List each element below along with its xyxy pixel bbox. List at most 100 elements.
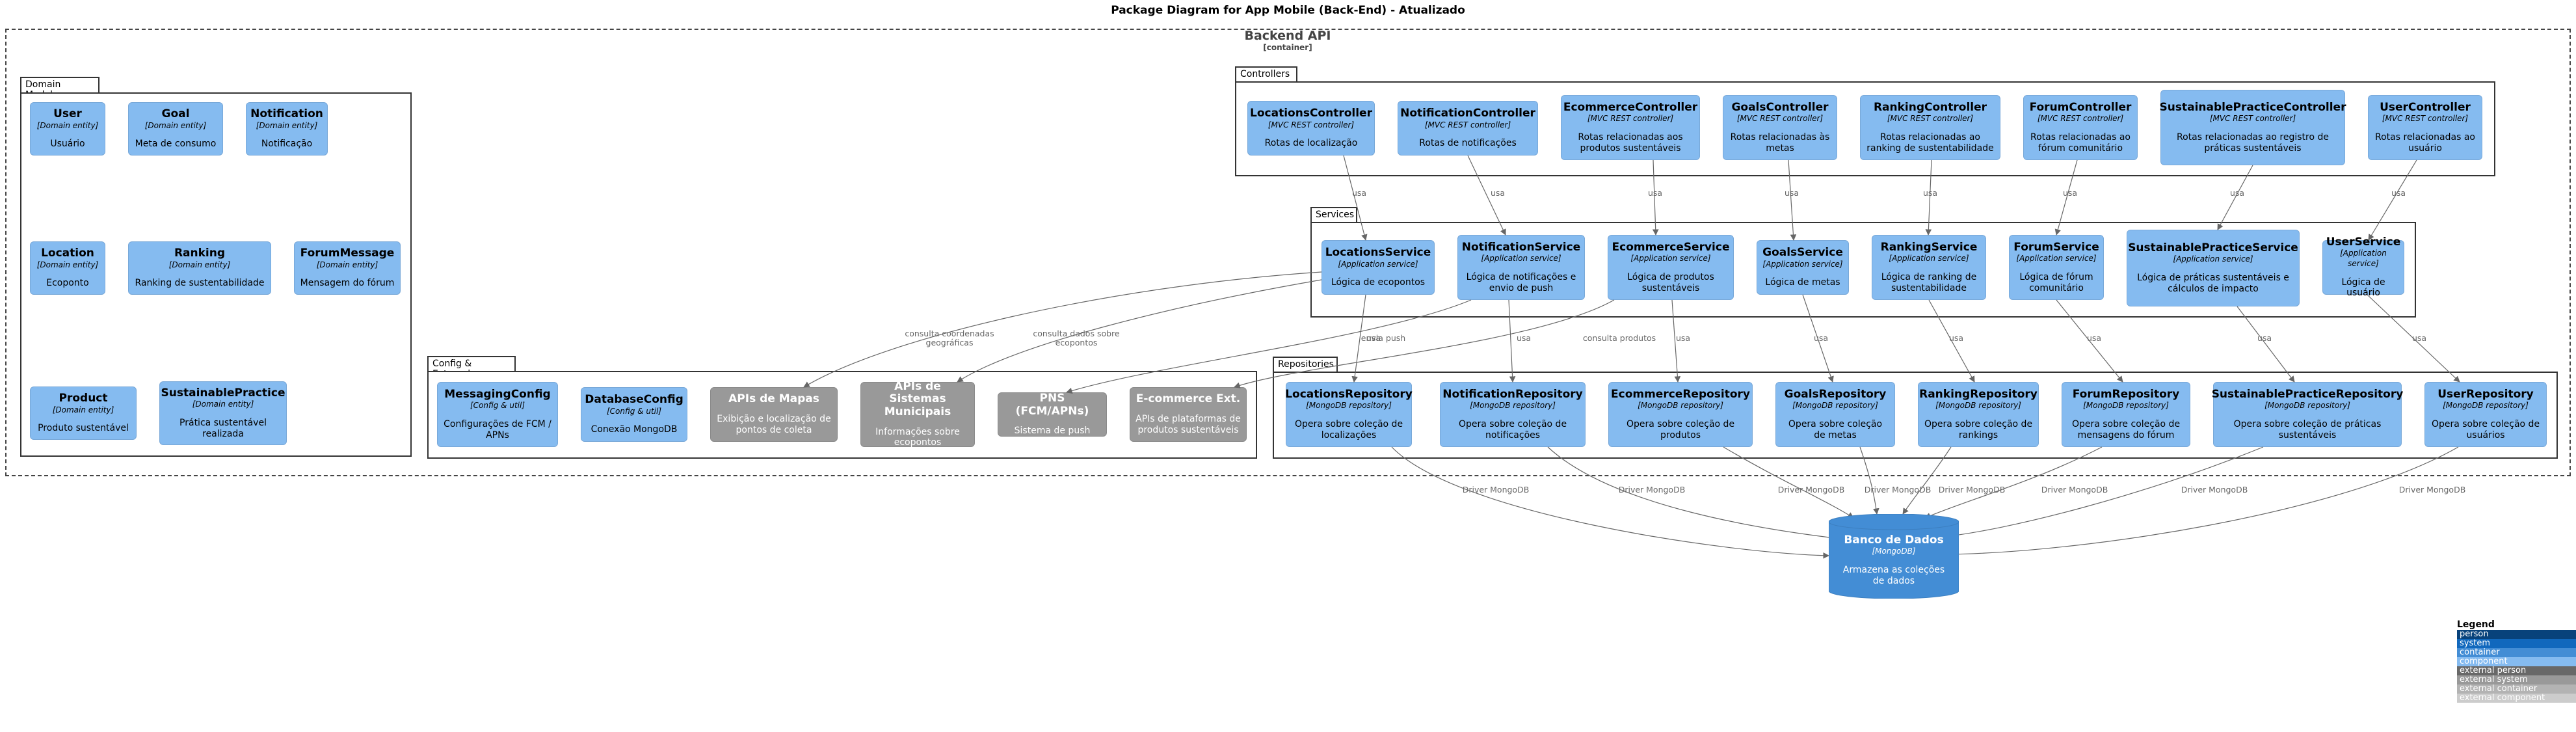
label-driver-mongodb: Driver MongoDB <box>2181 485 2248 495</box>
service-user: UserService [Application service] Lógica… <box>2322 236 2404 298</box>
repo-user: UserRepository [MongoDB repository] Oper… <box>2424 382 2547 447</box>
node-name: ForumRepository <box>2072 387 2180 401</box>
node-desc: Exibição e localização de pontos de cole… <box>717 413 831 435</box>
node-type: [Application service] <box>1481 254 1561 264</box>
node-type: [MVC REST controller] <box>1424 120 1511 129</box>
domain-notification: Notification [Domain entity] Notificação <box>246 102 328 156</box>
domain-product: Product [Domain entity] Produto sustentá… <box>30 386 137 440</box>
database-name: Banco de Dados <box>1844 534 1944 547</box>
node-type: [Domain entity] <box>192 400 254 409</box>
node-name: ForumController <box>2029 100 2132 114</box>
node-desc: Rotas relacionadas ao usuário <box>2375 131 2475 154</box>
link-locations-service-repo <box>1351 294 1366 383</box>
link-notification-controller-service <box>1467 155 1506 236</box>
node-name: Ranking <box>174 247 226 260</box>
node-desc: Lógica de usuário <box>2341 277 2385 299</box>
node-type: [MongoDB repository] <box>2443 401 2529 411</box>
link-ecommerce-controller-service <box>1652 159 1659 236</box>
node-name: LocationsRepository <box>1285 387 1413 401</box>
package-tab-services: Services <box>1310 207 1357 224</box>
boundary-title: Backend API <box>1244 29 1331 43</box>
node-desc: Ranking de sustentabilidade <box>135 278 265 289</box>
link-user-repo-db <box>1944 446 2459 558</box>
node-type: [Application service] <box>2173 254 2253 264</box>
node-name: NotificationService <box>1461 240 1581 254</box>
node-name: ForumService <box>2013 240 2099 254</box>
node-name: APIs de Mapas <box>728 392 819 406</box>
label-uses: usa <box>1516 333 1532 343</box>
label-consulta-coordenadas: consulta coordenadas geográficas <box>905 329 994 348</box>
node-desc: Opera sobre coleção de práticas sustentá… <box>2233 418 2382 441</box>
node-desc: Rotas relacionadas às metas <box>1730 131 1830 154</box>
node-desc: Meta de consumo <box>135 139 217 150</box>
node-type: [Config & util] <box>470 401 525 411</box>
label-driver-mongodb: Driver MongoDB <box>1462 485 1530 495</box>
service-sustainable-practice: SustainablePracticeService [Application … <box>2127 230 2300 306</box>
repo-sustainable-practice: SustainablePracticeRepository [MongoDB r… <box>2211 382 2404 447</box>
node-desc: Opera sobre coleção de produtos <box>1626 418 1735 441</box>
label-uses: usa <box>1813 333 1829 343</box>
node-type: [MVC REST controller] <box>1587 114 1674 124</box>
legend-item: external component <box>2457 694 2576 703</box>
label-uses: usa <box>2086 333 2102 343</box>
external-pns: PNS (FCM/APNs) Sistema de push <box>998 392 1107 437</box>
database-shape <box>1829 514 1959 599</box>
link-ecommerce-repo-db <box>1723 446 1854 519</box>
node-name: Location <box>41 247 94 260</box>
node-name: GoalsRepository <box>1784 387 1887 401</box>
node-type: [Application service] <box>2340 249 2387 268</box>
node-name: EcommerceRepository <box>1611 387 1751 401</box>
service-goals: GoalsService [Application service] Lógic… <box>1757 240 1849 295</box>
domain-location: Location [Domain entity] Ecoponto <box>30 241 105 295</box>
node-name: SustainablePracticeRepository <box>2211 387 2404 401</box>
database-type: [MongoDB] <box>1872 547 1916 556</box>
node-type: [MongoDB repository] <box>1470 401 1556 411</box>
legend-item: system <box>2457 639 2576 648</box>
link-sustainable-controller-service <box>2217 165 2253 230</box>
node-desc: Opera sobre coleção de metas <box>1788 418 1883 441</box>
node-desc: Lógica de notificações e envio de push <box>1466 271 1576 293</box>
node-desc: Lógica de fórum comunitário <box>2019 271 2093 293</box>
link-notification-service-repo <box>1508 299 1516 383</box>
node-name: UserController <box>2380 100 2471 114</box>
label-uses: usa <box>1490 188 1506 198</box>
legend-item: container <box>2457 648 2576 657</box>
node-desc: Rotas relacionadas aos produtos sustentá… <box>1578 131 1683 154</box>
link-ranking-repo-db <box>1902 446 1952 515</box>
link-ranking-service-repo <box>1928 299 1975 383</box>
link-forum-service-repo <box>2056 299 2123 383</box>
repo-ecommerce: EcommerceRepository [MongoDB repository]… <box>1608 382 1753 447</box>
domain-user: User [Domain entity] Usuário <box>30 102 105 156</box>
node-name: NotificationRepository <box>1442 387 1583 401</box>
label-uses: usa <box>1922 188 1938 198</box>
legend-title: Legend <box>2457 619 2495 630</box>
node-desc: Produto sustentável <box>38 423 129 434</box>
node-desc: Prática sustentável realizada <box>179 417 267 439</box>
node-name: EcommerceController <box>1563 100 1698 114</box>
node-desc: Ecoponto <box>46 278 89 289</box>
node-name: ForumMessage <box>300 247 395 260</box>
link-locations-to-maps <box>803 271 1322 388</box>
node-type: [MongoDB repository] <box>2083 401 2169 411</box>
node-type: [MVC REST controller] <box>2209 114 2296 124</box>
node-name: UserService <box>2326 235 2401 249</box>
label-consulta-ecopontos: consulta dados sobre ecopontos <box>1033 329 1120 348</box>
node-type: [Domain entity] <box>144 120 207 130</box>
label-uses: usa <box>2229 188 2245 198</box>
label-driver-mongodb: Driver MongoDB <box>2041 485 2108 495</box>
node-name: RankingService <box>1880 240 1978 254</box>
node-desc: Lógica de ecopontos <box>1331 277 1426 288</box>
node-type: [Application service] <box>2016 254 2097 264</box>
node-name: EcommerceService <box>1612 240 1730 254</box>
node-type: [MongoDB repository] <box>1792 401 1878 411</box>
node-type: [Application service] <box>1762 259 1843 269</box>
label-driver-mongodb: Driver MongoDB <box>1864 485 1932 495</box>
link-forum-repo-db <box>1924 446 2103 519</box>
node-type: [MVC REST controller] <box>1887 114 1974 124</box>
legend-item: external system <box>2457 675 2576 685</box>
node-desc: Lógica de metas <box>1765 277 1840 288</box>
node-type: [Application service] <box>1889 254 1969 264</box>
node-name: SustainablePracticeService <box>2128 241 2298 254</box>
link-ecommerce-to-external <box>1234 299 1615 388</box>
